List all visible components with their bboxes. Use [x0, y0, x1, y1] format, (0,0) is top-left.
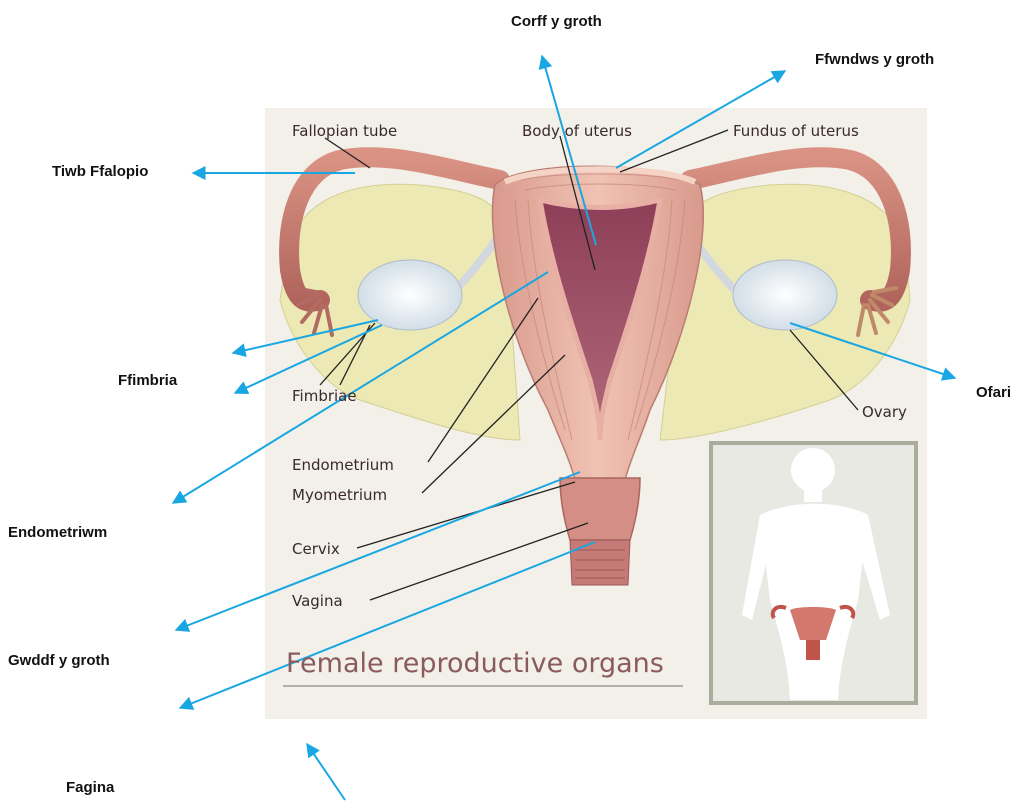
cervix — [560, 478, 640, 540]
welsh-label-gwddf: Gwddf y groth — [8, 652, 110, 669]
label-fundus-of-uterus: Fundus of uterus — [733, 122, 859, 140]
welsh-label-corff: Corff y groth — [511, 13, 602, 30]
label-body-of-uterus: Body of uterus — [522, 122, 632, 140]
label-fimbriae: Fimbriae — [292, 387, 357, 405]
label-fallopian-tube: Fallopian tube — [292, 122, 397, 140]
label-vagina: Vagina — [292, 592, 343, 610]
arrow-fagina-up — [307, 744, 345, 800]
welsh-label-ffimbria: Ffimbria — [118, 372, 177, 389]
vagina-rugae — [570, 540, 630, 585]
label-ovary: Ovary — [862, 403, 907, 421]
welsh-label-ofari: Ofari — [976, 384, 1011, 401]
welsh-label-endometriwm: Endometriwm — [8, 524, 107, 541]
diagram-title: Female reproductive organs — [286, 648, 664, 679]
ovary-right — [733, 260, 837, 330]
label-cervix: Cervix — [292, 540, 340, 558]
inset-figure — [711, 443, 916, 703]
welsh-label-fagina: Fagina — [66, 779, 114, 796]
label-endometrium: Endometrium — [292, 456, 394, 474]
welsh-label-tiwb: Tiwb Ffalopio — [52, 163, 148, 180]
label-myometrium: Myometrium — [292, 486, 387, 504]
welsh-label-ffwndws: Ffwndws y groth — [815, 51, 934, 68]
ovary-left — [358, 260, 462, 330]
